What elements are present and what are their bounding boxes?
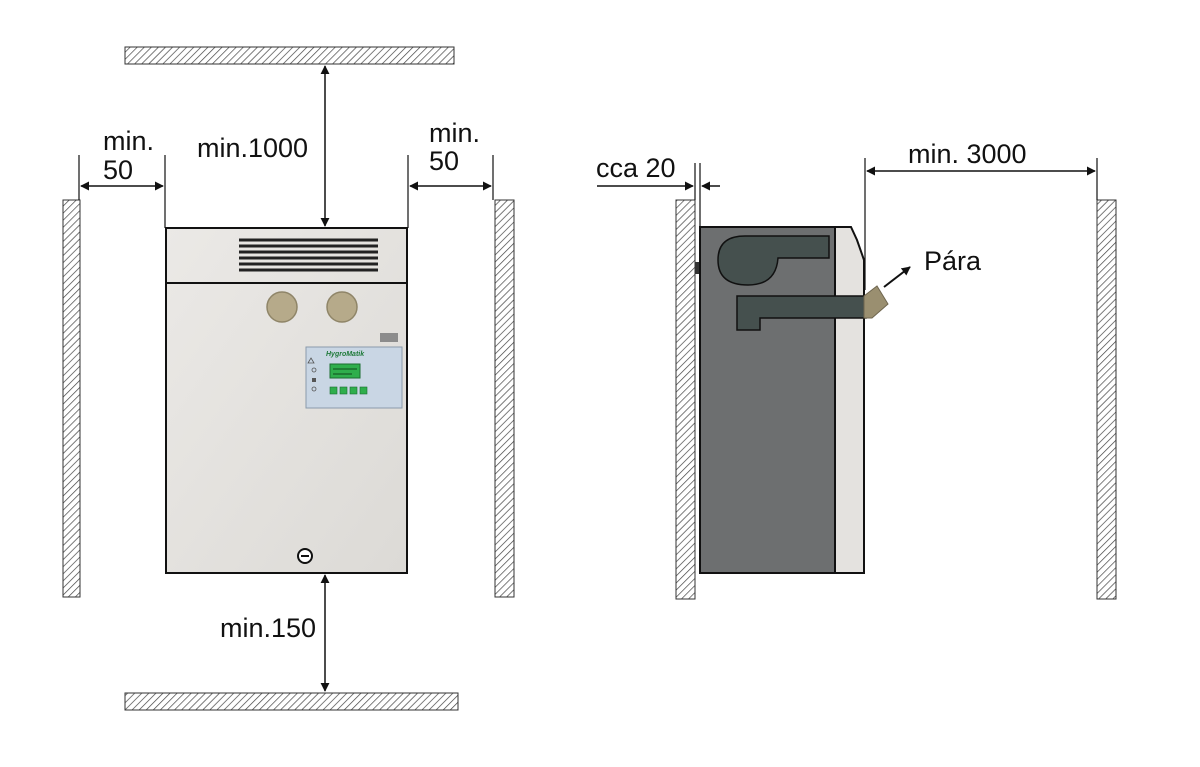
left-clearance-label-line1: min. <box>103 126 154 156</box>
panel-buttons <box>329 386 368 395</box>
steam-port-right <box>326 291 358 323</box>
wall-bracket-top <box>695 262 700 274</box>
left-clearance-label-line2: 50 <box>103 155 133 185</box>
fan-housing <box>717 235 830 286</box>
vent-grille <box>239 238 378 272</box>
humidifier-side <box>699 226 889 574</box>
right-wall-hatch <box>494 199 515 598</box>
rating-plate <box>380 333 398 342</box>
steam-port-left <box>266 291 298 323</box>
steam-direction-arrow <box>883 266 911 288</box>
front-view: HygroMatik <box>62 46 515 711</box>
bottom-clearance-label: min.150 <box>220 613 316 643</box>
panel-button-4 <box>359 386 368 395</box>
right-clearance-label-line1: min. <box>429 118 480 148</box>
control-panel: HygroMatik <box>305 346 403 409</box>
steam-label: Pára <box>924 246 982 276</box>
humidifier-front: HygroMatik <box>165 227 408 574</box>
panel-display <box>329 363 361 379</box>
left-wall-hatch <box>62 199 81 598</box>
wall-gap-label: cca 20 <box>596 153 676 183</box>
drain-icon <box>297 548 313 564</box>
panel-button-2 <box>339 386 348 395</box>
front-clearance-label: min. 3000 <box>908 139 1027 169</box>
top-clearance-label: min.1000 <box>197 133 308 163</box>
side-back-wall-hatch <box>675 199 696 600</box>
side-view: Pára cca 20 min. 3000 <box>596 139 1117 600</box>
right-clearance-label-line2: 50 <box>429 146 459 176</box>
panel-button-1 <box>329 386 338 395</box>
panel-status-icons <box>307 357 317 392</box>
panel-button-3 <box>349 386 358 395</box>
brand-logo: HygroMatik <box>326 351 365 358</box>
ceiling-hatch <box>124 46 455 65</box>
floor-hatch <box>124 692 459 711</box>
steam-nozzle <box>863 285 889 319</box>
side-front-wall-hatch <box>1096 199 1117 600</box>
